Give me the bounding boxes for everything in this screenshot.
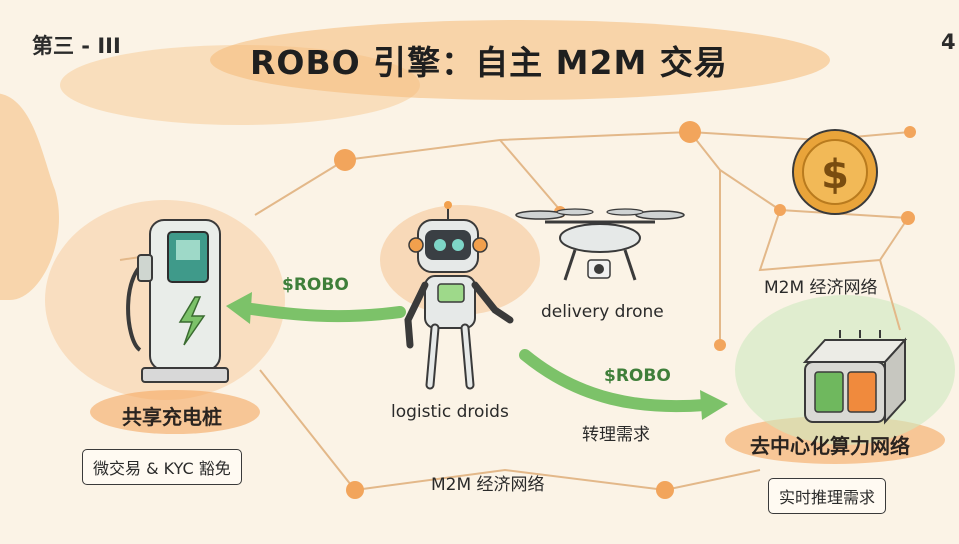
arrow-to-compute <box>519 349 728 420</box>
network-node <box>714 339 726 351</box>
charging-station-label: 共享充电桩 <box>122 405 222 429</box>
edge-label-to-compute: $ROBO <box>604 366 671 386</box>
drone-illustration <box>515 208 685 281</box>
robot-illustration <box>404 201 514 390</box>
charging-station-illustration <box>126 219 229 383</box>
dollar-coin-icon: $ <box>792 129 878 215</box>
network-node <box>679 121 701 143</box>
compute-network-sub-label: 实时推理需求 <box>768 478 887 514</box>
network-node <box>656 481 674 499</box>
slide-label: 第三 - III <box>32 34 121 58</box>
page-number: 4 <box>941 30 956 54</box>
page-title: ROBO 引擎：自主 M2M 交易 <box>250 43 728 82</box>
charging-station-sub-label: 微交易 & KYC 豁免 <box>82 449 242 485</box>
robot-label: logistic droids <box>391 402 509 422</box>
gpu-chip-icon <box>802 330 908 425</box>
coin-network-label: M2M 经济网络 <box>764 278 878 298</box>
edge-label-to-charging: $ROBO <box>282 275 349 295</box>
svg-text:$: $ <box>821 152 849 198</box>
network-node <box>901 211 915 225</box>
edge-caption-to-compute: 转理需求 <box>582 425 650 445</box>
arrow-to-charging <box>226 292 406 324</box>
network-node <box>334 149 356 171</box>
compute-network-label: 去中心化算力网络 <box>750 434 910 458</box>
network-node <box>346 481 364 499</box>
network-node <box>904 126 916 138</box>
drone-label: delivery drone <box>541 302 664 322</box>
bottom-network-label: M2M 经济网络 <box>431 475 545 495</box>
network-node <box>774 204 786 216</box>
background-washes <box>0 20 955 464</box>
network-nodes <box>334 121 916 499</box>
lightning-bolt-icon <box>178 296 206 346</box>
